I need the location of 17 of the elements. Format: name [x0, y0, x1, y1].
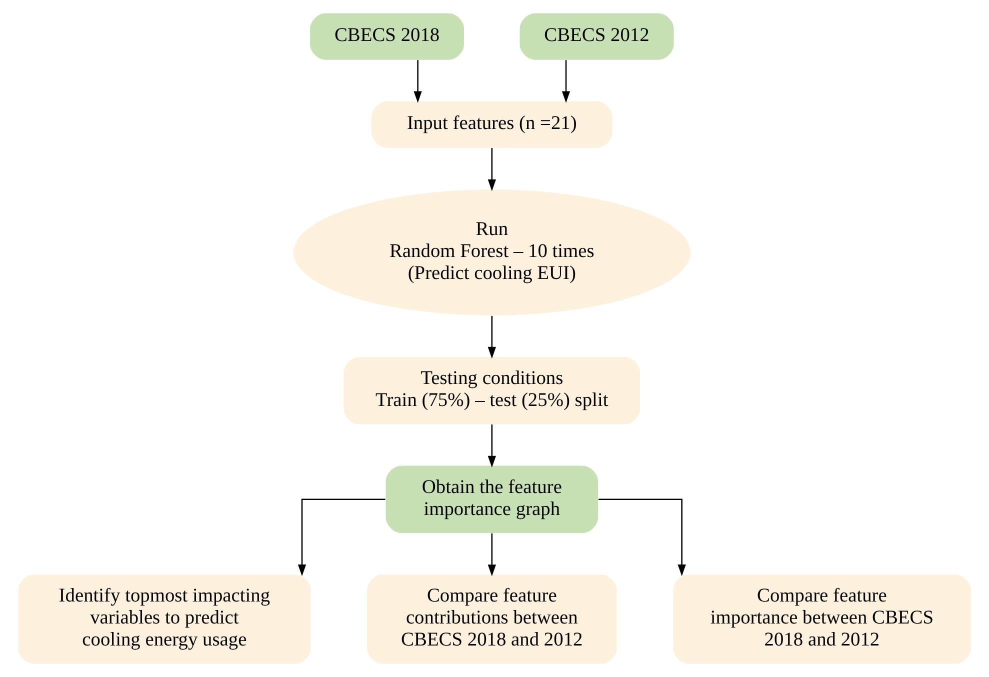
node-box: CBECS 2012	[520, 13, 674, 60]
arrow	[562, 60, 570, 103]
node-box: Testing conditions Train (75%) – test (25%) split	[344, 357, 640, 424]
node-ellipse: Run Random Forest – 10 times (Predict cooling EUI)	[293, 190, 690, 316]
arrow	[598, 498, 686, 576]
arrow	[488, 316, 496, 359]
node-box: Identify topmost impacting variables to predict cooling energy usage	[18, 574, 311, 664]
arrow	[488, 148, 496, 192]
arrow	[488, 533, 496, 576]
arrow	[488, 424, 496, 468]
node-box: Compare feature contributions between CBECS 2018 and 2012	[367, 574, 617, 664]
node-box: Input features (n =21)	[372, 101, 612, 148]
node-box: CBECS 2018	[310, 13, 464, 60]
node-box: Compare feature importance between CBECS 2018 and 2012	[673, 574, 971, 664]
arrow	[298, 498, 386, 576]
node-box: Obtain the feature importance graph	[386, 466, 598, 534]
arrow	[414, 60, 422, 103]
